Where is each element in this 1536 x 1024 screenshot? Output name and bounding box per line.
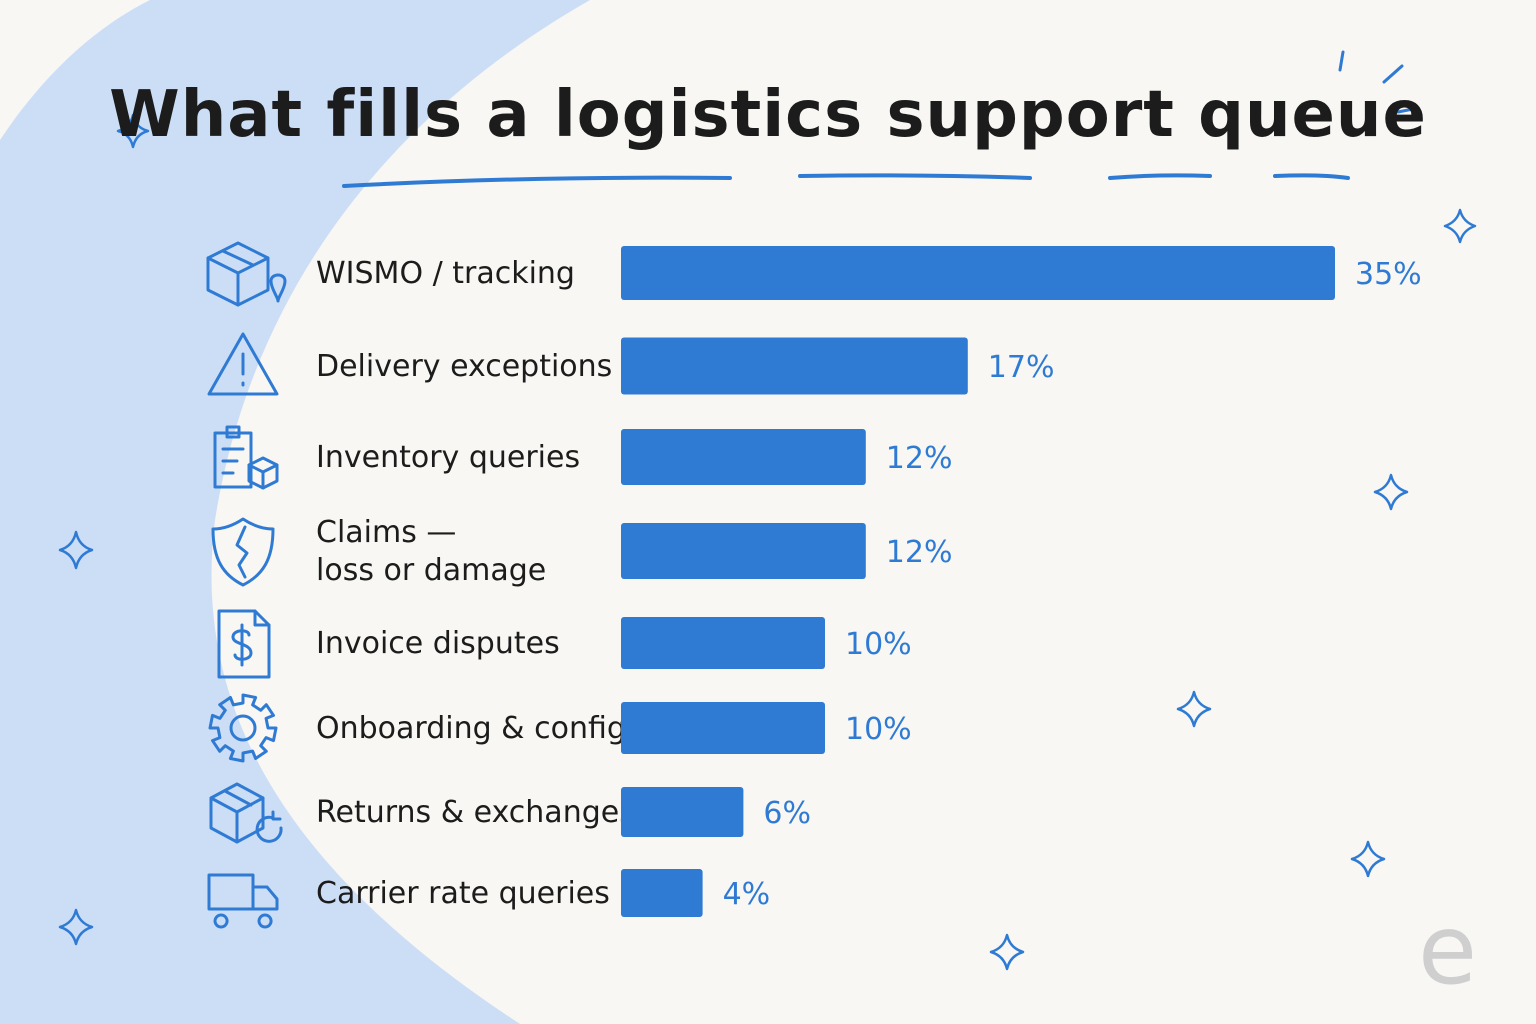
invoice-dollar-icon xyxy=(217,609,271,679)
package-location-icon xyxy=(206,241,287,307)
bar xyxy=(621,429,866,485)
bar xyxy=(621,337,968,395)
category-label: Claims —loss or damage xyxy=(316,515,546,588)
category-label: Delivery exceptions xyxy=(316,349,612,384)
value-label: 35% xyxy=(1355,257,1422,292)
value-label: 10% xyxy=(845,627,912,662)
value-label: 12% xyxy=(886,441,953,476)
value-label: 6% xyxy=(763,796,811,831)
category-label: WISMO / tracking xyxy=(316,256,575,291)
title-underline xyxy=(342,173,1350,188)
category-label: Carrier rate queries xyxy=(316,876,610,911)
category-label: Onboarding & config xyxy=(316,711,626,746)
value-label: 12% xyxy=(886,535,953,570)
clipboard-box-icon xyxy=(213,425,279,490)
category-label: Inventory queries xyxy=(316,440,580,475)
warning-triangle-icon xyxy=(207,332,279,396)
bar xyxy=(621,523,866,579)
bar xyxy=(621,246,1335,300)
value-label: 10% xyxy=(845,712,912,747)
return-box-icon xyxy=(209,782,283,844)
bar xyxy=(621,787,744,837)
cracked-shield-icon xyxy=(211,517,275,587)
brand-mark: e xyxy=(1418,894,1478,1006)
bar xyxy=(621,617,825,669)
value-label: 4% xyxy=(723,877,771,912)
value-label: 17% xyxy=(988,350,1055,385)
category-label: Invoice disputes xyxy=(316,626,560,661)
chart-title: What fills a logistics support queue xyxy=(109,78,1427,152)
bar xyxy=(621,702,825,754)
category-label: Returns & exchanges xyxy=(316,795,635,830)
bar xyxy=(621,869,703,917)
truck-icon xyxy=(207,873,279,929)
gear-icon xyxy=(208,693,278,763)
